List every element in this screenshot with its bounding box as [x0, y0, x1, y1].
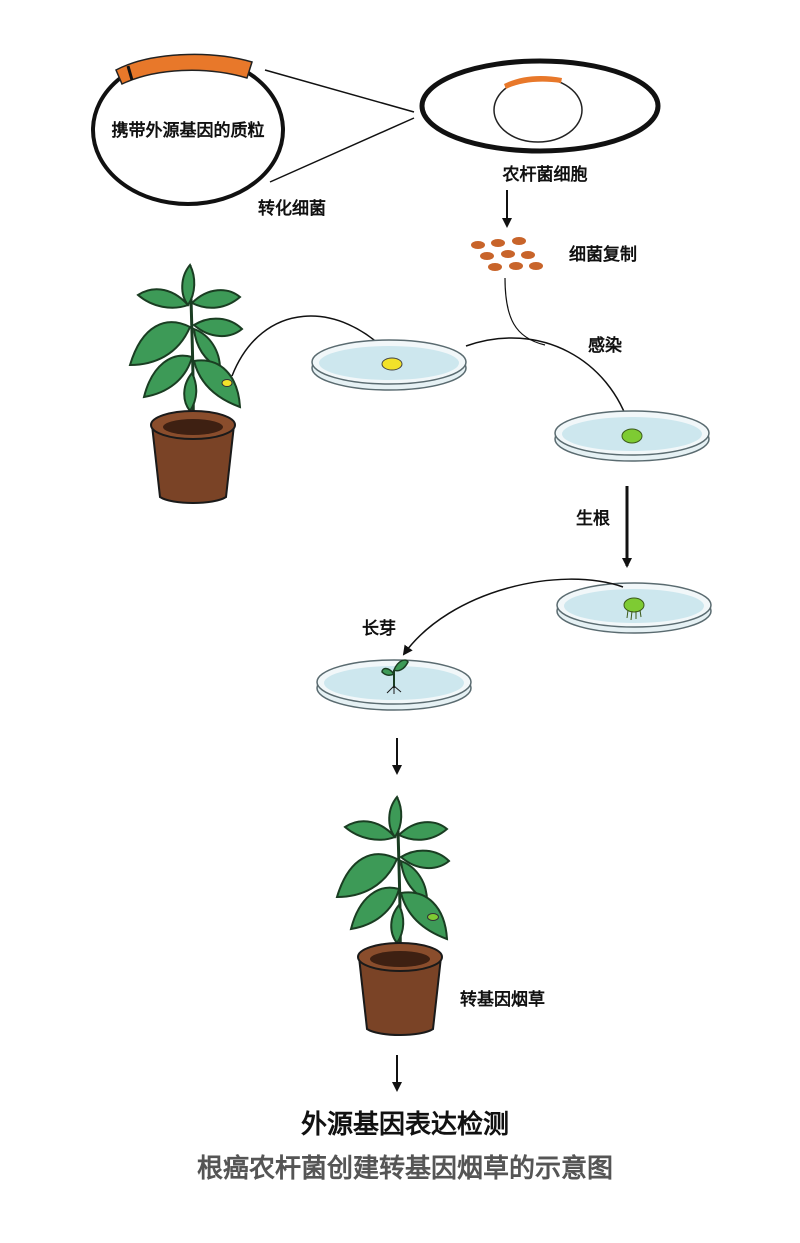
arrow-dish1-to-dish2: [465, 337, 633, 430]
petri-dish-rooting: [556, 582, 712, 634]
connector-line-top: [264, 69, 415, 113]
plasmid-label: 携带外源基因的质粒: [112, 120, 265, 141]
rooting-label: 生根: [576, 508, 610, 529]
figure-caption: 根癌农杆菌创建转基因烟草的示意图: [197, 1153, 613, 1184]
transgenic-tobacco-label: 转基因烟草: [460, 989, 545, 1010]
agro-cell-label: 农杆菌细胞: [502, 164, 588, 185]
petri-dish-infected: [554, 410, 710, 462]
transgenic-tobacco-plant: [335, 795, 451, 1037]
petri-dish-leaf-disc: [311, 339, 467, 391]
bacteria-infection-line: [504, 277, 546, 346]
sprouting-label: 长芽: [362, 618, 396, 639]
plasmid-group: 携带外源基因的质粒: [91, 53, 285, 206]
arrow-dish3-to-dish4: [402, 578, 624, 656]
infect-label: 感染: [588, 335, 622, 356]
bacteria-cluster: [471, 237, 543, 271]
petri-dish-shoot: [316, 659, 472, 711]
transform-label: 转化细菌: [258, 198, 326, 219]
arrow-leaf-to-dish: [231, 315, 392, 377]
replicate-label: 细菌复制: [569, 244, 637, 265]
source-tobacco-plant: [128, 263, 244, 505]
plasmid-insert-marker: [126, 65, 134, 81]
plasmid-insert: [115, 53, 253, 86]
detection-title: 外源基因表达检测: [301, 1109, 509, 1140]
agrobacterium-cell: [419, 58, 661, 154]
connector-line-bottom: [269, 117, 415, 183]
